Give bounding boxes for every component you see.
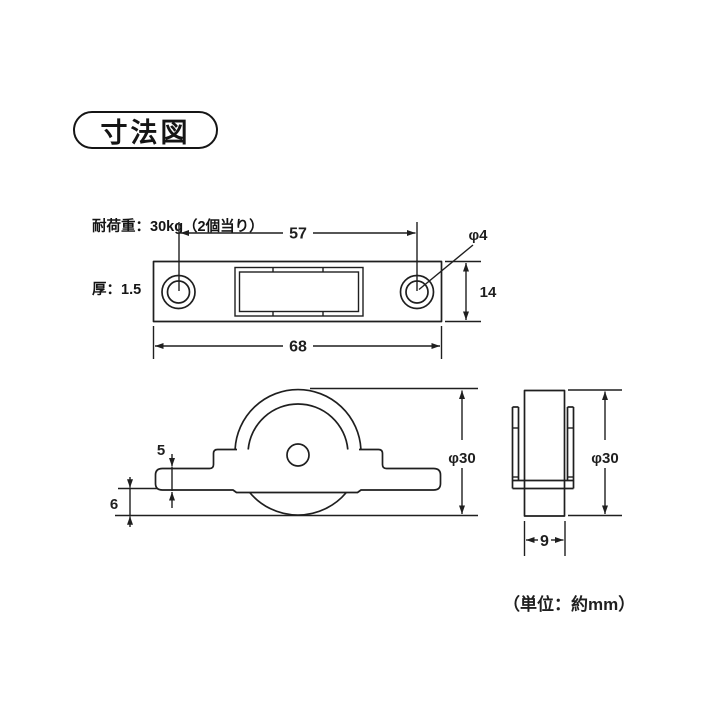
dimension-bottom-protrusion: 6 <box>110 477 157 527</box>
dim-overall-length-label: 68 <box>289 339 307 356</box>
end-view-drawing: φ30 9 <box>511 389 622 556</box>
dim-bottom-protrusion-label: 6 <box>110 496 118 513</box>
dim-wheel-diameter-end-label: φ30 <box>591 450 618 467</box>
title-badge: 寸法図 <box>73 111 218 149</box>
title-badge-label: 寸法図 <box>100 117 191 148</box>
dim-wheel-width-label: 9 <box>540 533 549 550</box>
roller-slot <box>234 266 364 317</box>
dimension-hole-diameter: φ4 <box>418 227 488 291</box>
dimension-step-height: 5 <box>157 442 175 508</box>
dim-hole-diameter-label: φ4 <box>468 227 488 244</box>
dimension-plate-width: 14 <box>445 260 497 323</box>
bracket-profile <box>154 448 442 494</box>
top-view-drawing: 57 68 φ4 14 <box>152 222 497 359</box>
dimension-hole-pitch: 57 <box>178 222 418 291</box>
plate-outline <box>152 260 443 323</box>
dimension-wheel-width: 9 <box>523 521 566 556</box>
dimension-overall-length: 68 <box>152 326 443 359</box>
side-view-drawing: 5 6 φ30 <box>110 387 478 527</box>
unit-note: （単位：約mm） <box>503 595 636 614</box>
axle-hole <box>286 443 310 467</box>
spec-load-capacity: 耐荷重：30kg（2個当り） <box>92 219 264 235</box>
dim-hole-pitch-label: 57 <box>289 226 307 243</box>
dim-wheel-diameter-side-label: φ30 <box>448 450 475 467</box>
wheel-side <box>234 388 362 516</box>
spec-thickness: 厚：1.5 <box>92 282 142 298</box>
dimension-wheel-diameter-end: φ30 <box>568 389 622 517</box>
channel-bracket <box>511 406 575 490</box>
dimension-wheel-diameter-side: φ30 <box>448 390 476 514</box>
spec-text-block: 耐荷重：30kg（2個当り） 厚：1.5 <box>92 175 264 343</box>
dim-step-height-label: 5 <box>157 442 165 459</box>
wheel-end <box>523 389 566 517</box>
dim-plate-width-label: 14 <box>480 284 497 301</box>
